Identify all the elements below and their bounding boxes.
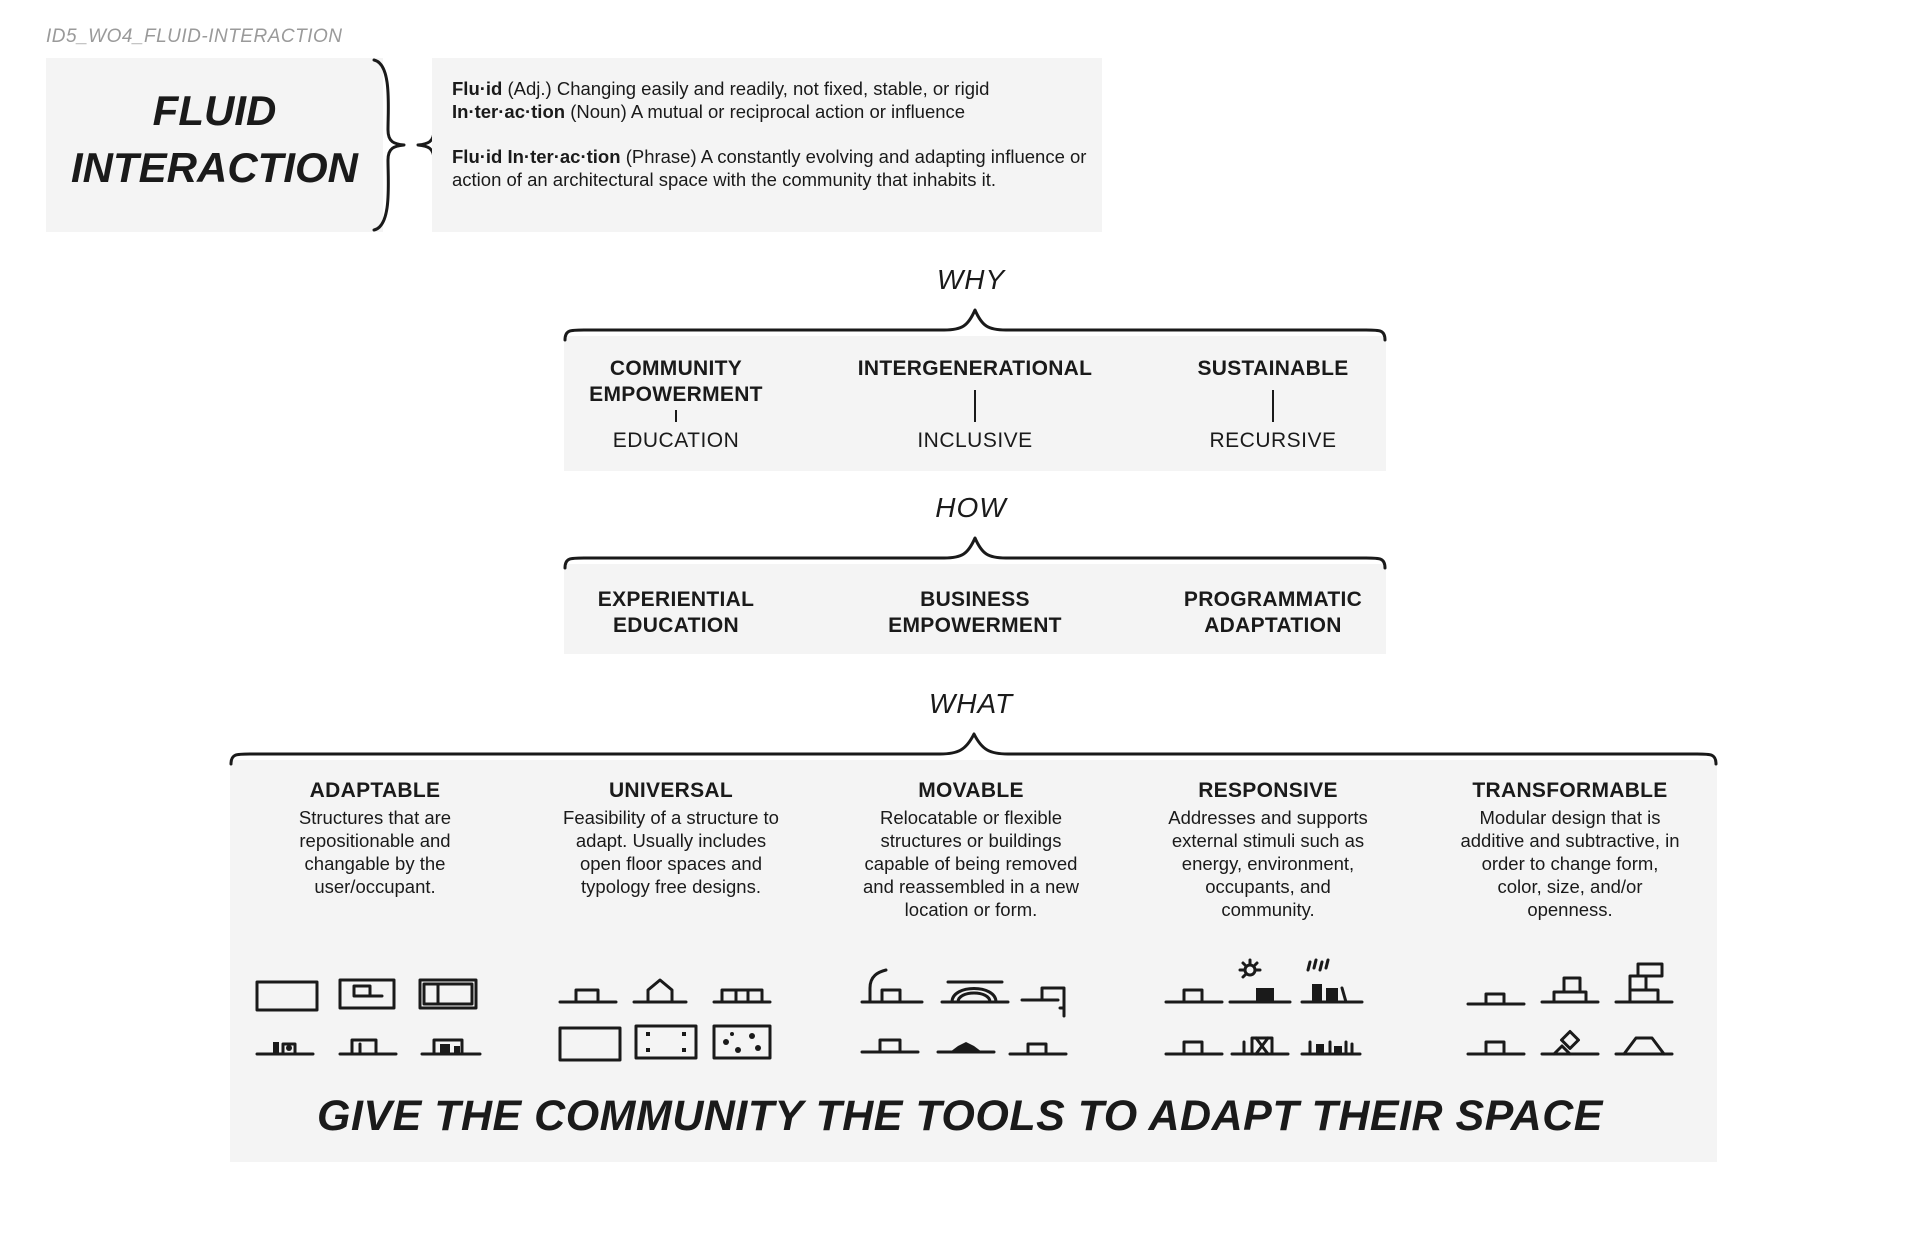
section-small-box-icon bbox=[1008, 1042, 1068, 1056]
plan-rect-partition-icon bbox=[418, 978, 478, 1010]
why-connector-3 bbox=[1272, 390, 1274, 422]
section-trapezoid-icon bbox=[1614, 1036, 1674, 1056]
how-brace-icon bbox=[563, 536, 1387, 570]
what-transformable-title: TRANSFORMABLE bbox=[1472, 779, 1668, 802]
section-long-box-icon bbox=[712, 988, 772, 1004]
section-small-box-icon bbox=[860, 1038, 920, 1054]
section-box-icon bbox=[338, 1038, 398, 1056]
plan-open-floor-icon bbox=[558, 1026, 622, 1062]
title-line-2: INTERACTION bbox=[71, 144, 358, 191]
what-adaptable-title: ADAPTABLE bbox=[309, 779, 441, 802]
section-crowd-box-icon bbox=[1300, 1040, 1362, 1056]
why-education: EDUCATION bbox=[612, 429, 740, 452]
why-connector-2 bbox=[974, 390, 976, 422]
how-label: HOW bbox=[935, 492, 1007, 523]
definition-interaction: In·ter·ac·tion (Noun) A mutual or recipr… bbox=[452, 101, 966, 122]
what-movable-desc: Relocatable or flexible structures or bu… bbox=[863, 807, 1079, 920]
section-sun-box-icon bbox=[1228, 958, 1292, 1004]
definitions-panel bbox=[432, 58, 1102, 232]
section-small-box-icon bbox=[558, 988, 618, 1004]
section-rotated-box-icon bbox=[1540, 1030, 1600, 1056]
plan-rect-room-icon bbox=[338, 978, 396, 1010]
why-recursive: RECURSIVE bbox=[1209, 429, 1337, 452]
section-small-box-icon bbox=[1466, 1040, 1526, 1056]
section-flag-icon bbox=[1020, 986, 1066, 1018]
tagline: GIVE THE COMMUNITY THE TOOLS TO ADAPT TH… bbox=[317, 1092, 1603, 1140]
plan-rect-icon bbox=[255, 980, 319, 1012]
section-low-mound-icon bbox=[936, 1042, 996, 1054]
section-small-box-icon bbox=[1466, 992, 1526, 1006]
section-arch-icon bbox=[940, 980, 1010, 1004]
section-furniture-icon bbox=[255, 1042, 315, 1056]
why-community-empowerment: COMMUNITY EMPOWERMENT bbox=[589, 357, 763, 406]
what-movable-title: MOVABLE bbox=[918, 779, 1024, 802]
what-responsive-title: RESPONSIVE bbox=[1198, 779, 1338, 802]
plan-open-floor-dots-icon bbox=[634, 1024, 698, 1060]
why-label: WHY bbox=[936, 264, 1006, 295]
what-label: WHAT bbox=[928, 688, 1014, 719]
why-intergenerational: INTERGENERATIONAL bbox=[857, 357, 1093, 380]
section-small-box-icon bbox=[1164, 988, 1224, 1004]
section-small-box-icon bbox=[1164, 1040, 1224, 1056]
section-stacked-two-icon bbox=[1540, 976, 1600, 1004]
what-transformable-desc: Modular design that is additive and subt… bbox=[1460, 807, 1680, 920]
what-brace-icon bbox=[229, 732, 1718, 766]
definition-fluid-interaction: Flu·id In·ter·ac·tion (Phrase) A constan… bbox=[452, 146, 1087, 190]
section-stacked-three-icon bbox=[1614, 962, 1674, 1004]
what-panel bbox=[230, 760, 1717, 1162]
what-adaptable-desc: Structures that are repositionable and c… bbox=[298, 807, 452, 897]
what-universal-title: UNIVERSAL bbox=[608, 779, 734, 802]
definition-fluid: Flu·id (Adj.) Changing easily and readil… bbox=[452, 78, 990, 99]
title-line-1: FLUID bbox=[152, 87, 277, 134]
section-people-box-icon bbox=[1230, 1036, 1290, 1056]
why-connector-1 bbox=[675, 410, 677, 422]
title-panel bbox=[46, 58, 383, 232]
document-tag: ID5_WO4_FLUID-INTERACTION bbox=[46, 26, 343, 47]
section-furniture-box-icon bbox=[420, 1038, 482, 1056]
brace-right-icon bbox=[372, 58, 406, 232]
why-brace-icon bbox=[563, 308, 1387, 342]
why-inclusive: INCLUSIVE bbox=[917, 429, 1033, 452]
what-responsive-desc: Addresses and supports external stimuli … bbox=[1168, 807, 1368, 920]
section-dome-icon bbox=[632, 978, 688, 1004]
why-sustainable: SUSTAINABLE bbox=[1197, 357, 1349, 380]
plan-open-floor-scatter-icon bbox=[712, 1024, 772, 1060]
how-panel bbox=[564, 564, 1386, 654]
what-universal-desc: Feasibility of a structure to adapt. Usu… bbox=[563, 807, 779, 897]
page-title: FLUID INTERACTION bbox=[46, 82, 383, 196]
section-crane-icon bbox=[860, 968, 924, 1004]
section-rain-box-icon bbox=[1300, 958, 1364, 1004]
